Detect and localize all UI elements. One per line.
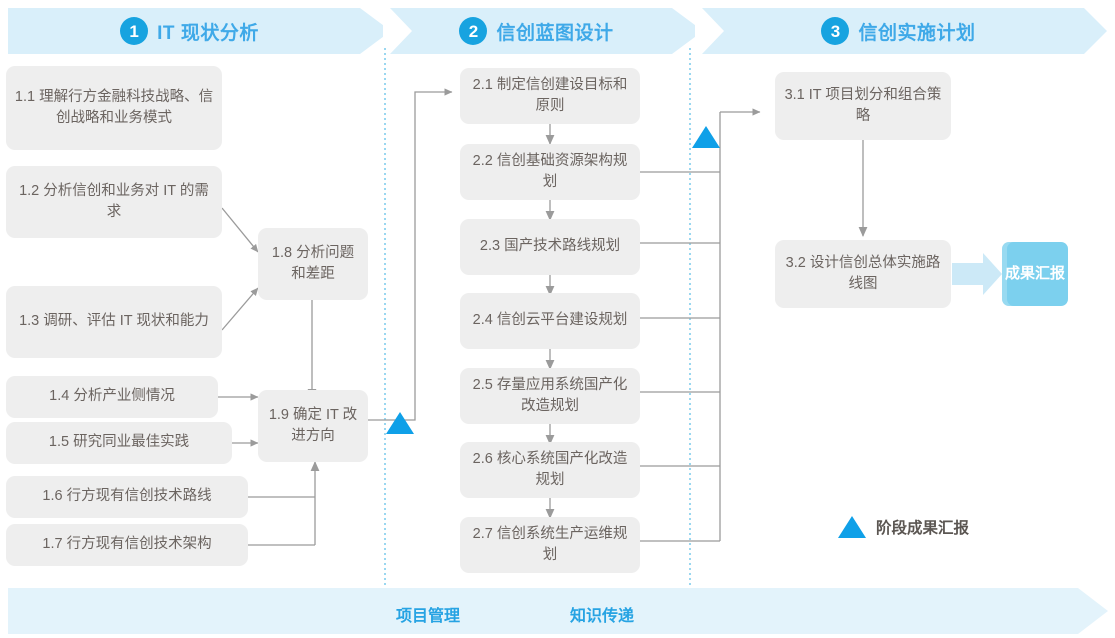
box-1-9[interactable]: 1.9 确定 IT 改进方向: [258, 390, 368, 462]
footer-label-knowledge-transfer[interactable]: 知识传递: [570, 608, 635, 625]
box-1-5[interactable]: 1.5 研究同业最佳实践: [6, 422, 232, 464]
footer-band-shape: [8, 588, 1108, 634]
box-2-5[interactable]: 2.5 存量应用系统国产化改造规划: [460, 368, 640, 424]
footer-label-project-management[interactable]: 项目管理: [396, 608, 461, 625]
phase-label-3: 信创实施计划: [858, 22, 976, 44]
box-2-7[interactable]: 2.7 信创系统生产运维规划: [460, 517, 640, 573]
box-1-4[interactable]: 1.4 分析产业侧情况: [6, 376, 218, 418]
box-2-4[interactable]: 2.4 信创云平台建设规划: [460, 293, 640, 349]
phase-band-2[interactable]: 2 信创蓝图设计: [390, 8, 695, 54]
legend-label: 阶段成果汇报: [876, 520, 970, 537]
phase-number-1: 1: [120, 17, 149, 45]
box-3-1[interactable]: 3.1 IT 项目划分和组合策略: [775, 72, 951, 140]
milestone-triangle-icon: [838, 516, 866, 538]
box-1-7[interactable]: 1.7 行方现有信创技术架构: [6, 524, 248, 566]
result-badge[interactable]: 成果汇报: [1002, 242, 1068, 306]
phase-number-2: 2: [459, 17, 488, 45]
phase-band-1[interactable]: 1 IT 现状分析: [8, 8, 383, 54]
box-2-2[interactable]: 2.2 信创基础资源架构规划: [460, 144, 640, 200]
milestone-triangle-phase2: [692, 126, 720, 148]
box-1-6[interactable]: 1.6 行方现有信创技术路线: [6, 476, 248, 518]
milestone-triangle-phase1: [386, 412, 414, 434]
result-arrow: [952, 253, 1002, 295]
phase-label-2: 信创蓝图设计: [496, 22, 614, 44]
box-2-6[interactable]: 2.6 核心系统国产化改造规划: [460, 442, 640, 498]
box-1-1[interactable]: 1.1 理解行方金融科技战略、信创战略和业务模式: [6, 66, 222, 150]
phase-band-3[interactable]: 3 信创实施计划: [702, 8, 1107, 54]
box-3-2[interactable]: 3.2 设计信创总体实施路线图: [775, 240, 951, 308]
box-1-2[interactable]: 1.2 分析信创和业务对 IT 的需求: [6, 166, 222, 238]
phase-number-3: 3: [821, 17, 850, 45]
legend: 阶段成果汇报: [838, 516, 969, 538]
phase-label-1: IT 现状分析: [157, 22, 259, 44]
box-2-1[interactable]: 2.1 制定信创建设目标和原则: [460, 68, 640, 124]
box-2-3[interactable]: 2.3 国产技术路线规划: [460, 219, 640, 275]
box-1-8[interactable]: 1.8 分析问题和差距: [258, 228, 368, 300]
box-1-3[interactable]: 1.3 调研、评估 IT 现状和能力: [6, 286, 222, 358]
